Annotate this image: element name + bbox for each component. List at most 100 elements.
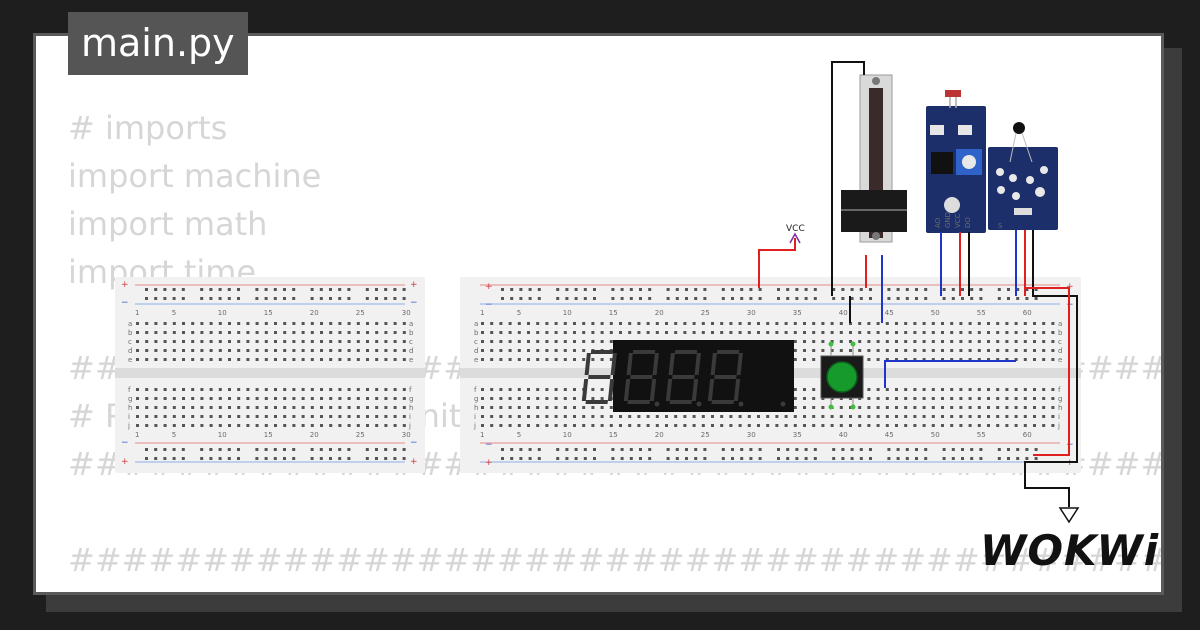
column-number: 1 (480, 431, 484, 439)
column-number: 15 (609, 309, 618, 317)
column-number: 35 (793, 309, 802, 317)
column-number: 10 (218, 431, 227, 439)
column-number: 30 (747, 431, 756, 439)
column-number: 20 (310, 309, 319, 317)
photoresistor-icon (945, 90, 961, 97)
row-letter: j (473, 422, 476, 430)
row-letter: a (1058, 320, 1062, 328)
column-number: 20 (310, 431, 319, 439)
rail-plus-sign: + (485, 458, 493, 468)
push-button[interactable] (820, 341, 864, 410)
code-line: import math (68, 205, 268, 243)
row-letter: c (1058, 338, 1062, 346)
column-number: 30 (402, 431, 411, 439)
vcc-label: VCC (786, 224, 805, 234)
button-cap-icon[interactable] (826, 361, 858, 393)
rail-plus-sign: + (410, 457, 418, 467)
column-number: 30 (402, 309, 411, 317)
display-digit (623, 350, 702, 407)
column-number: 50 (931, 309, 940, 317)
column-number: 10 (563, 309, 572, 317)
row-letter: c (128, 338, 132, 346)
row-letter: f (1058, 386, 1061, 394)
vcc-arrow-icon (789, 232, 801, 244)
sensor-pin-label: GND (944, 212, 952, 228)
row-letter: j (1057, 422, 1060, 430)
wires: VCC (758, 61, 1080, 524)
column-number: 5 (172, 431, 176, 439)
row-letter: e (409, 356, 413, 364)
code-line: # Global variables (68, 584, 1161, 592)
row-letter: b (409, 329, 414, 337)
row-letter: g (474, 395, 478, 403)
row-letter: d (1058, 347, 1062, 355)
row-letter: i (474, 413, 476, 421)
row-letter: g (1058, 395, 1062, 403)
breadboard-holes (136, 288, 406, 460)
sensor-pin-label: DO (964, 217, 972, 228)
column-number: 5 (517, 309, 521, 317)
column-number: 20 (655, 431, 664, 439)
row-letter: b (474, 329, 479, 337)
column-number: 45 (885, 309, 894, 317)
sensor-pin-label: AO (934, 217, 942, 228)
column-number: 10 (218, 309, 227, 317)
wokwi-logo: WOKWi (980, 526, 1159, 575)
column-number: 10 (563, 431, 572, 439)
row-letter: h (1058, 404, 1062, 412)
rail-plus-sign: + (121, 280, 129, 290)
column-number: 40 (839, 309, 848, 317)
row-letter: i (1058, 413, 1060, 421)
row-letter: h (474, 404, 478, 412)
rail-minus-sign: − (485, 300, 493, 310)
row-letter: c (409, 338, 413, 346)
row-letter: e (128, 356, 132, 364)
column-number: 5 (172, 309, 176, 317)
column-number: 25 (356, 431, 365, 439)
row-letter: f (409, 386, 412, 394)
slide-potentiometer[interactable] (841, 74, 907, 243)
column-number: 15 (264, 431, 273, 439)
rail-minus-sign: − (121, 298, 129, 308)
row-letter: b (128, 329, 133, 337)
column-number: 55 (977, 431, 986, 439)
column-number: 15 (609, 431, 618, 439)
file-tab[interactable]: main.py (68, 12, 248, 75)
row-letter: h (128, 404, 132, 412)
row-letter: e (1058, 356, 1062, 364)
ground-icon (1058, 507, 1080, 524)
column-number: 5 (517, 431, 521, 439)
column-number: 60 (1023, 431, 1032, 439)
row-letter: i (128, 413, 130, 421)
row-letter: d (409, 347, 413, 355)
rail-minus-sign: − (485, 440, 493, 450)
thermistor-icon (1013, 122, 1025, 134)
rail-minus-sign: − (410, 298, 418, 308)
row-letter: b (1058, 329, 1063, 337)
row-letter: a (409, 320, 413, 328)
rail-plus-sign: + (121, 457, 129, 467)
column-number: 25 (356, 309, 365, 317)
thermistor-pin-label: S (998, 222, 1003, 230)
row-letter: h (409, 404, 413, 412)
row-letter: i (409, 413, 411, 421)
seven-segment-display[interactable] (581, 340, 794, 412)
rail-plus-sign: + (410, 280, 418, 290)
code-line: ########################################… (68, 541, 1164, 579)
row-letter: a (128, 320, 132, 328)
column-numbers: 1155101015152020252530303535404045455050… (480, 309, 1032, 439)
column-number: 55 (977, 309, 986, 317)
column-number: 15 (264, 309, 273, 317)
column-number: 1 (135, 431, 139, 439)
column-number: 1 (480, 309, 484, 317)
screw-icon (872, 77, 880, 85)
code-line: import machine (68, 157, 322, 195)
temperature-sensor-module[interactable]: S (988, 122, 1058, 230)
row-letter: j (127, 422, 130, 430)
row-letter: a (474, 320, 478, 328)
